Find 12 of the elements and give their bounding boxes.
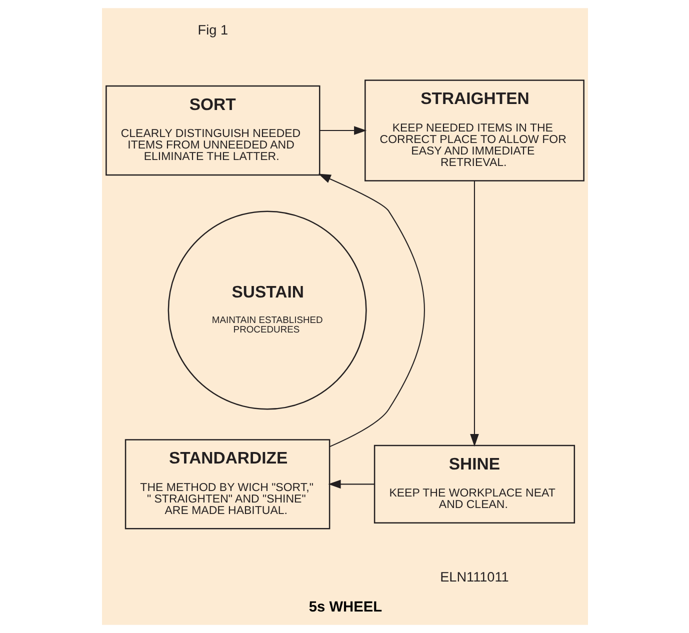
arrow: [319, 126, 366, 135]
node-box: SHINE KEEP THE WORKPLACE NEAT AND CLEAN.: [373, 444, 575, 524]
node-circle: SUSTAIN MAINTAIN ESTABLISHED PROCEDURES: [167, 210, 366, 410]
node-box: STRAIGHTEN KEEP NEEDED ITEMS IN THE CORRECT PLACE TO ALLOW FOR EASY AND IMMEDIATE RETRIEVAL.: [364, 80, 584, 182]
node-box: SORT CLEARLY DISTINGUISH NEEDED ITEMS FROM UNNEEDED AND ELIMINATE THE LATTER.: [105, 85, 320, 176]
arrow: [328, 480, 374, 489]
node-box: STANDARDIZE THE METHOD BY WICH "SORT," " STRAIGHTEN" AND "SHINE" ARE MADE HABITUAL.: [124, 439, 330, 530]
label: ELN111011: [440, 569, 508, 584]
caption: 5s WHEEL: [308, 600, 382, 616]
arrow: [470, 180, 478, 447]
arrow: [318, 174, 424, 448]
label: Fig 1: [197, 22, 228, 38]
